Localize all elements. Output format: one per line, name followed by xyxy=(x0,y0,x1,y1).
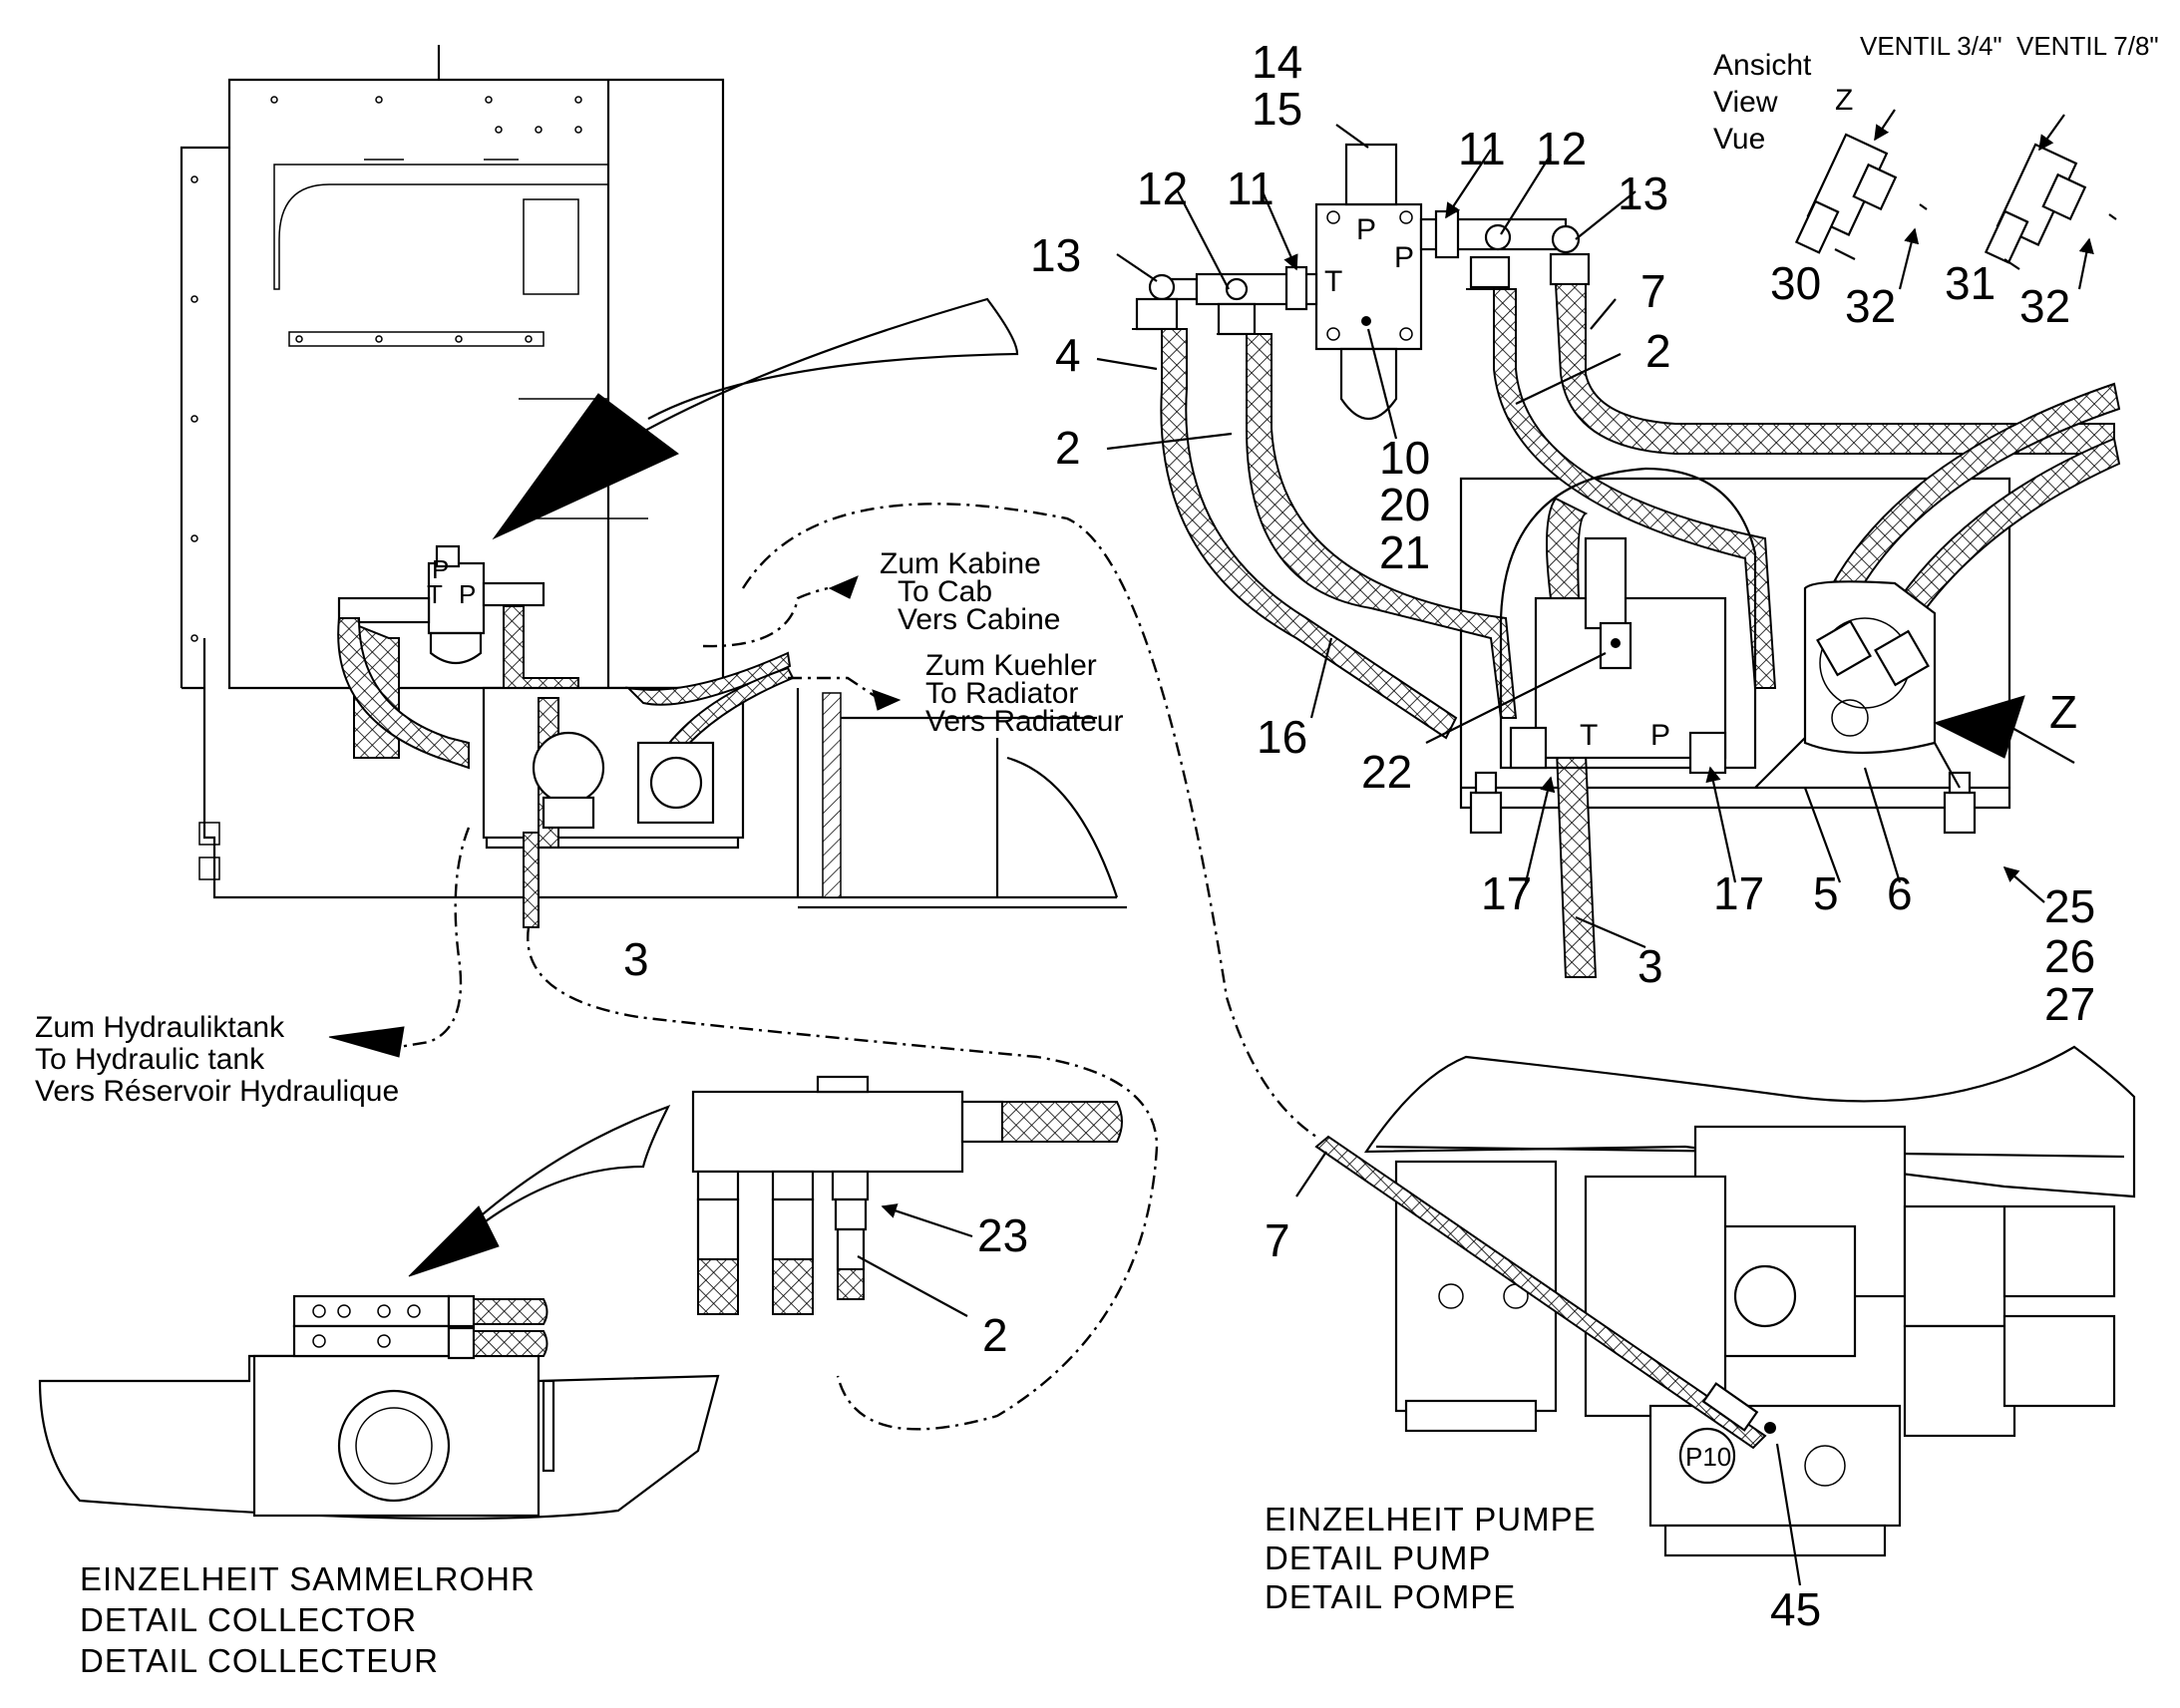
callout-4: 4 xyxy=(1055,329,1081,381)
dashed-route-cab xyxy=(702,586,829,648)
callout-11-right: 11 xyxy=(1458,123,1506,174)
dashed-route-tank xyxy=(398,827,471,1049)
note-radiator-fr: Vers Radiateur xyxy=(925,705,1123,738)
arrow-to-radiator xyxy=(872,689,902,711)
pump-assembly xyxy=(1754,580,1961,789)
block-letter-p-side: P xyxy=(1394,241,1414,274)
callout-14: 14 xyxy=(1252,36,1302,88)
callout-26: 26 xyxy=(2044,930,2095,982)
callout-45: 45 xyxy=(1770,1583,1821,1635)
view-label-ansicht: Ansicht xyxy=(1713,49,1812,82)
callout-32-left: 32 xyxy=(1845,280,1896,332)
filter-letter-p: P xyxy=(1650,719,1670,752)
callout-17-right: 17 xyxy=(1713,867,1764,919)
callout-13-right: 13 xyxy=(1618,168,1668,219)
block-letter-p-top: P xyxy=(1356,213,1376,246)
callout-7-pump: 7 xyxy=(1265,1214,1290,1266)
callout-5: 5 xyxy=(1813,867,1839,919)
overview-block-letter-p: P xyxy=(432,554,449,584)
collector-pointer-arrowhead xyxy=(408,1205,500,1277)
callout-2-top-left: 2 xyxy=(1055,422,1081,474)
z-view-arrow xyxy=(1933,695,2025,759)
valve-view-z xyxy=(1794,133,2117,264)
caption-collector-fr: DETAIL COLLECTEUR xyxy=(80,1642,439,1679)
callout-17-left: 17 xyxy=(1481,867,1532,919)
note-cab-fr: Vers Cabine xyxy=(898,603,1060,636)
callout-12-right: 12 xyxy=(1536,123,1587,174)
valve-label-3-4: VENTIL 3/4" xyxy=(1860,31,2002,61)
callout-21: 21 xyxy=(1379,526,1430,578)
collector-detail xyxy=(691,1075,1123,1317)
leader-lines-detail xyxy=(1096,109,2094,949)
z-view-arrow-shaft xyxy=(1994,717,2075,764)
overview-valve-assembly xyxy=(337,544,795,928)
valve-label-7-8: VENTIL 7/8" xyxy=(2016,31,2159,61)
fittings-left xyxy=(1135,265,1318,336)
filter-housing xyxy=(1499,467,1757,775)
central-valve-block xyxy=(1314,143,1423,421)
callout-3-left: 3 xyxy=(623,933,649,985)
callout-10: 10 xyxy=(1379,432,1430,484)
z-label-view: Z xyxy=(1835,84,1853,117)
callout-20: 20 xyxy=(1379,479,1430,530)
callout-25: 25 xyxy=(2044,880,2095,932)
callout-30: 30 xyxy=(1770,257,1821,309)
view-label-vue: Vue xyxy=(1713,123,1765,156)
caption-pump-de: EINZELHEIT PUMPE xyxy=(1265,1501,1597,1537)
collector-pointer-curve xyxy=(468,1105,671,1227)
z-label-main: Z xyxy=(2049,686,2077,738)
filter-letter-t: T xyxy=(1580,719,1598,752)
pump-port-p10: P10 xyxy=(1685,1442,1731,1472)
pump-detail xyxy=(1295,1045,2136,1586)
machine-frame-overview xyxy=(180,45,1127,909)
frame-bolt-holes xyxy=(190,96,582,642)
note-tank-en: To Hydraulic tank xyxy=(35,1043,265,1076)
caption-collector-en: DETAIL COLLECTOR xyxy=(80,1601,417,1638)
callout-2-collector: 2 xyxy=(982,1309,1008,1361)
dashed-route-pump xyxy=(741,503,1317,1138)
callout-32-right: 32 xyxy=(2019,280,2070,332)
manifold-detail xyxy=(38,1294,720,1521)
callout-22: 22 xyxy=(1361,746,1412,798)
note-cab-de: Zum Kabine xyxy=(880,547,1041,580)
dashed-route-radiator xyxy=(788,676,899,702)
note-tank-fr: Vers Réservoir Hydraulique xyxy=(35,1075,399,1108)
callout-15: 15 xyxy=(1252,83,1302,135)
overview-block-letter-t: T xyxy=(427,579,443,609)
detail-pointer-arrowhead xyxy=(492,393,679,540)
callout-13-left: 13 xyxy=(1030,229,1081,281)
block-letter-t: T xyxy=(1324,265,1342,298)
overview-block-letter-p2: P xyxy=(459,579,476,609)
callout-6: 6 xyxy=(1887,867,1913,919)
callout-16: 16 xyxy=(1257,711,1307,763)
callout-7-top: 7 xyxy=(1640,265,1666,317)
note-radiator-en: To Radiator xyxy=(925,677,1078,710)
arrow-to-cab xyxy=(828,575,859,599)
caption-pump-en: DETAIL PUMP xyxy=(1265,1539,1491,1576)
arrow-to-tank xyxy=(328,1026,405,1058)
callout-27: 27 xyxy=(2044,978,2095,1030)
note-tank-de: Zum Hydrauliktank xyxy=(35,1011,285,1044)
caption-collector-de: EINZELHEIT SAMMELROHR xyxy=(80,1560,536,1597)
callout-12-left: 12 xyxy=(1137,163,1188,214)
callout-31: 31 xyxy=(1945,257,1996,309)
hoses-detail xyxy=(1132,283,2121,978)
callout-3-right: 3 xyxy=(1637,940,1663,992)
note-radiator-de: Zum Kuehler xyxy=(925,649,1097,682)
callout-2-top-right: 2 xyxy=(1645,325,1671,377)
caption-pump-fr: DETAIL POMPE xyxy=(1265,1578,1516,1615)
view-label-view: View xyxy=(1713,86,1778,119)
note-cab-en: To Cab xyxy=(898,575,992,608)
callout-11-left: 11 xyxy=(1227,163,1274,214)
dashed-route-collector xyxy=(527,926,1159,1431)
callout-23: 23 xyxy=(977,1209,1028,1261)
fittings-right xyxy=(1419,209,1591,289)
